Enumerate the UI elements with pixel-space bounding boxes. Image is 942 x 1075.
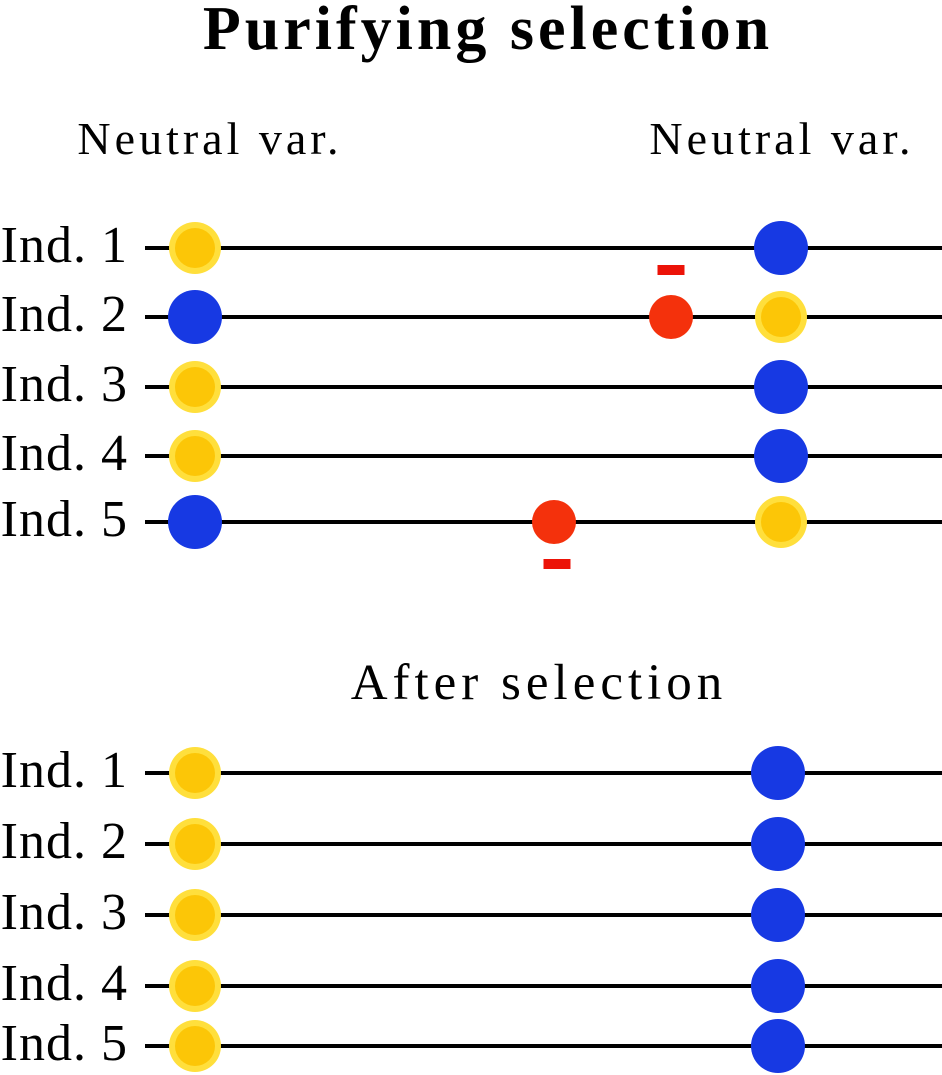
after-selection-title: After selection [350, 655, 728, 711]
neutral-variant-yellow-dot-core [175, 966, 215, 1006]
neutral-variant-yellow-dot [755, 291, 807, 343]
neutral-variant-yellow-dot-core [175, 895, 215, 935]
neutral-variant-yellow-dot-core [175, 1026, 215, 1066]
neutral-variant-yellow-dot [755, 496, 807, 548]
neutral-variant-blue-dot [751, 746, 805, 800]
chromosome-line [145, 315, 942, 319]
neutral-variant-yellow-dot [169, 361, 221, 413]
individual-row-label: Ind. 4 [0, 424, 128, 482]
neutral-variant-yellow-dot [169, 960, 221, 1012]
neutral-variant-blue-dot [168, 495, 222, 549]
individual-row-label: Ind. 2 [0, 285, 128, 343]
negative-selection-minus-mark [657, 265, 685, 275]
neutral-variant-yellow-dot [169, 818, 221, 870]
individual-row-label: Ind. 1 [0, 741, 128, 799]
neutral-variant-blue-dot [754, 429, 808, 483]
individual-row-label: Ind. 4 [0, 954, 128, 1012]
individual-row-label: Ind. 3 [0, 883, 128, 941]
neutral-variant-yellow-dot-core [175, 228, 215, 268]
neutral-variant-yellow-dot [169, 430, 221, 482]
individual-row-label: Ind. 3 [0, 355, 128, 413]
individual-row-label: Ind. 5 [0, 1014, 128, 1072]
neutral-variant-blue-dot [754, 360, 808, 414]
individual-row-label: Ind. 1 [0, 216, 128, 274]
chromosome-line [145, 984, 942, 988]
neutral-variant-yellow-dot [169, 1020, 221, 1072]
column-header-right-neutral-var: Neutral var. [649, 113, 915, 164]
neutral-variant-yellow-dot-core [761, 297, 801, 337]
neutral-variant-blue-dot [751, 817, 805, 871]
neutral-variant-yellow-dot-core [761, 502, 801, 542]
individual-row-label: Ind. 2 [0, 812, 128, 870]
neutral-variant-blue-dot [751, 959, 805, 1013]
individual-row-label: Ind. 5 [0, 490, 128, 548]
chromosome-line [145, 913, 942, 917]
neutral-variant-blue-dot [751, 1019, 805, 1073]
neutral-variant-yellow-dot [169, 747, 221, 799]
negative-selection-minus-mark [543, 559, 571, 569]
deleterious-variant-red-dot [649, 295, 693, 339]
chromosome-line [145, 246, 942, 250]
chromosome-line [145, 454, 942, 458]
column-header-left-neutral-var: Neutral var. [77, 113, 343, 164]
neutral-variant-yellow-dot [169, 222, 221, 274]
chromosome-line [145, 771, 942, 775]
neutral-variant-yellow-dot-core [175, 753, 215, 793]
neutral-variant-yellow-dot [169, 889, 221, 941]
neutral-variant-blue-dot [168, 290, 222, 344]
chromosome-line [145, 842, 942, 846]
deleterious-variant-red-dot [532, 500, 576, 544]
figure-title: Purifying selection [202, 0, 774, 63]
neutral-variant-yellow-dot-core [175, 436, 215, 476]
chromosome-line [145, 1044, 942, 1048]
neutral-variant-blue-dot [754, 221, 808, 275]
neutral-variant-blue-dot [751, 888, 805, 942]
neutral-variant-yellow-dot-core [175, 367, 215, 407]
neutral-variant-yellow-dot-core [175, 824, 215, 864]
chromosome-line [145, 385, 942, 389]
